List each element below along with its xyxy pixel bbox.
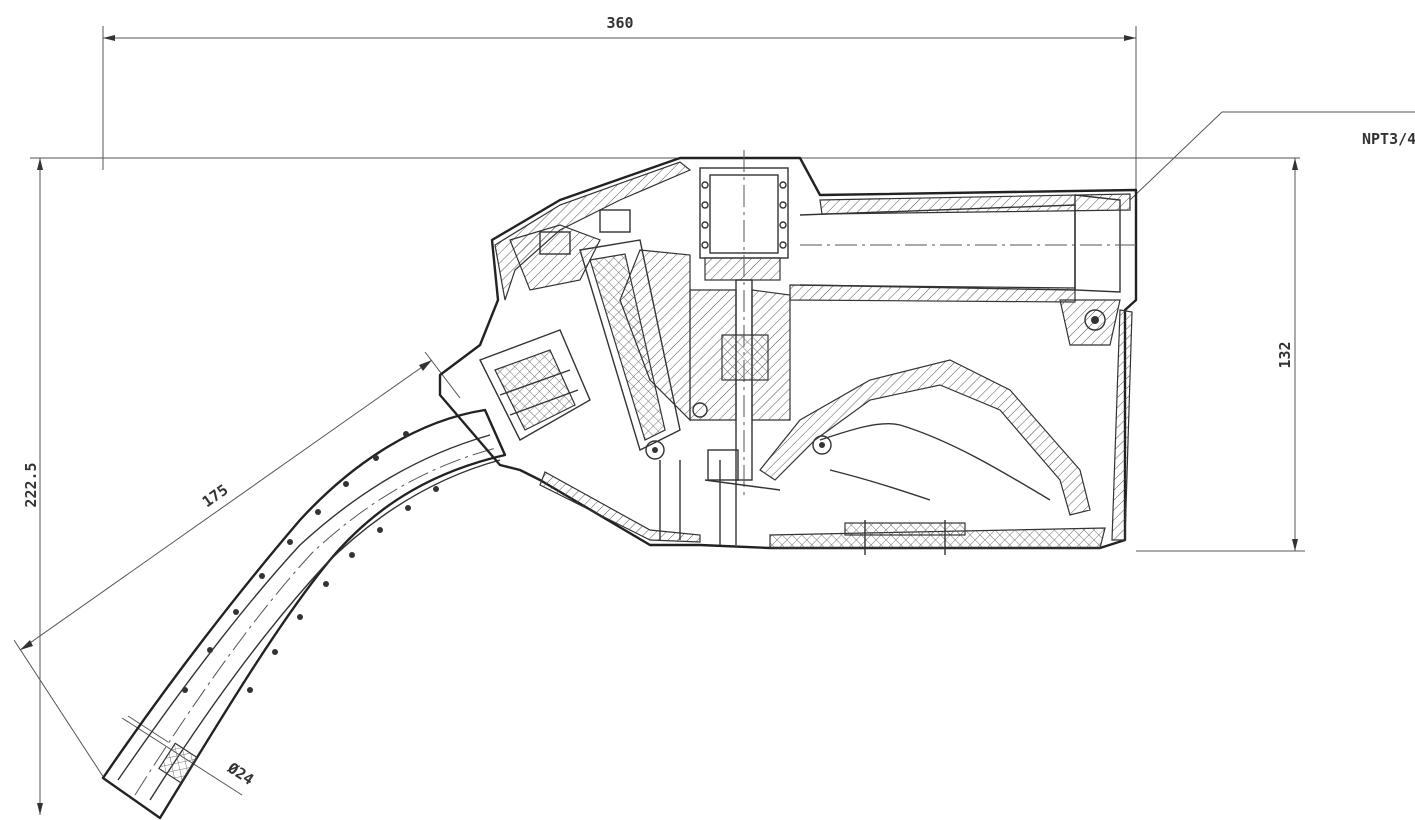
dim-spout-diameter-label: Ø24 [224, 758, 257, 788]
spout [101, 408, 507, 820]
thread-callout-label: NPT3/4 [1362, 130, 1415, 148]
dim-body-height-label: 132 [1276, 341, 1294, 368]
thread-callout: NPT3/4 [1129, 111, 1415, 201]
lower-guard [659, 460, 737, 545]
nozzle-body [438, 156, 1138, 555]
dim-overall-length-label: 360 [606, 14, 633, 32]
latch-assembly [509, 209, 708, 460]
dimension-spout-length: 175 [13, 351, 461, 779]
dimension-overall-height: 222.5 [22, 157, 1300, 815]
guard-pivot [1059, 299, 1133, 541]
dimension-body-height: 132 [1136, 158, 1305, 552]
trigger-lever [704, 359, 1091, 516]
dimension-overall-length: 360 [102, 14, 1137, 190]
check-valve [479, 329, 591, 441]
valve-housing [689, 150, 791, 500]
spout-spring-coil [182, 431, 439, 693]
dim-overall-height-label: 222.5 [22, 462, 40, 507]
dim-spout-length-label: 175 [199, 481, 232, 511]
